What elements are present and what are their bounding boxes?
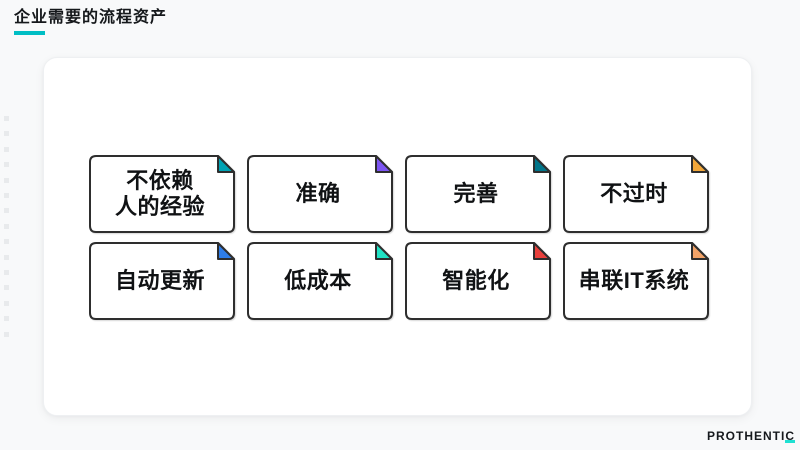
watermark-dot <box>4 239 9 245</box>
note-card: 准确 <box>247 155 393 233</box>
note-label: 准确 <box>295 181 341 207</box>
watermark-dot <box>4 162 9 168</box>
watermark-dot <box>4 177 9 183</box>
note-paper <box>247 155 393 233</box>
corner-fold-icon <box>691 155 709 173</box>
watermark-dot <box>4 131 9 137</box>
watermark-dot <box>4 193 9 198</box>
note-label: 不依赖 人的经验 <box>114 168 205 219</box>
logo-text: PROTHENTI <box>706 429 786 443</box>
note-paper <box>89 155 235 233</box>
note-label: 自动更新 <box>114 268 205 294</box>
note-card: 低成本 <box>247 242 393 320</box>
content-card: 不依赖 人的经验 准确 完善 不过时自动更新 低成本 智能化 串联IT系统 <box>43 57 752 416</box>
watermark-column <box>0 0 14 450</box>
watermark-dot <box>4 300 9 306</box>
note-label: 低成本 <box>284 268 352 294</box>
corner-fold-icon <box>217 155 235 173</box>
note-paper <box>563 242 709 320</box>
corner-fold-icon <box>375 242 393 260</box>
note-label: 不过时 <box>600 181 668 207</box>
watermark-dot <box>4 208 9 214</box>
corner-fold-icon <box>691 242 709 260</box>
corner-fold-icon <box>217 242 235 260</box>
note-card: 智能化 <box>405 242 551 320</box>
note-label: 智能化 <box>442 268 510 294</box>
note-card: 不过时 <box>563 155 709 233</box>
corner-fold-icon <box>375 155 393 173</box>
watermark-dot <box>4 270 9 275</box>
note-card: 串联IT系统 <box>563 242 709 320</box>
watermark-dot <box>4 146 9 152</box>
corner-fold-icon <box>533 242 551 260</box>
watermark-dot <box>4 254 9 260</box>
note-card: 不依赖 人的经验 <box>89 155 235 233</box>
slide-header: 企业需要的流程资产 <box>14 8 167 35</box>
note-paper <box>405 155 551 233</box>
note-card: 完善 <box>405 155 551 233</box>
note-label: 完善 <box>453 181 499 207</box>
watermark-dot <box>4 316 9 322</box>
note-paper <box>247 242 393 320</box>
note-label: 串联IT系统 <box>578 268 690 294</box>
note-paper <box>563 155 709 233</box>
watermark-dot <box>4 331 9 337</box>
title-underline <box>14 31 45 35</box>
page-title: 企业需要的流程资产 <box>14 9 168 26</box>
note-paper <box>405 242 551 320</box>
brand-logo: PROTHENTIC <box>707 429 795 443</box>
corner-fold-icon <box>533 155 551 173</box>
watermark-dot <box>4 116 9 121</box>
note-card: 自动更新 <box>89 242 235 320</box>
logo-accent-letter: C <box>785 429 795 443</box>
notes-grid: 不依赖 人的经验 准确 完善 不过时自动更新 低成本 智能化 串联IT系统 <box>89 155 709 320</box>
watermark-dot <box>4 223 9 229</box>
note-paper <box>89 242 235 320</box>
watermark-dot <box>4 285 9 291</box>
